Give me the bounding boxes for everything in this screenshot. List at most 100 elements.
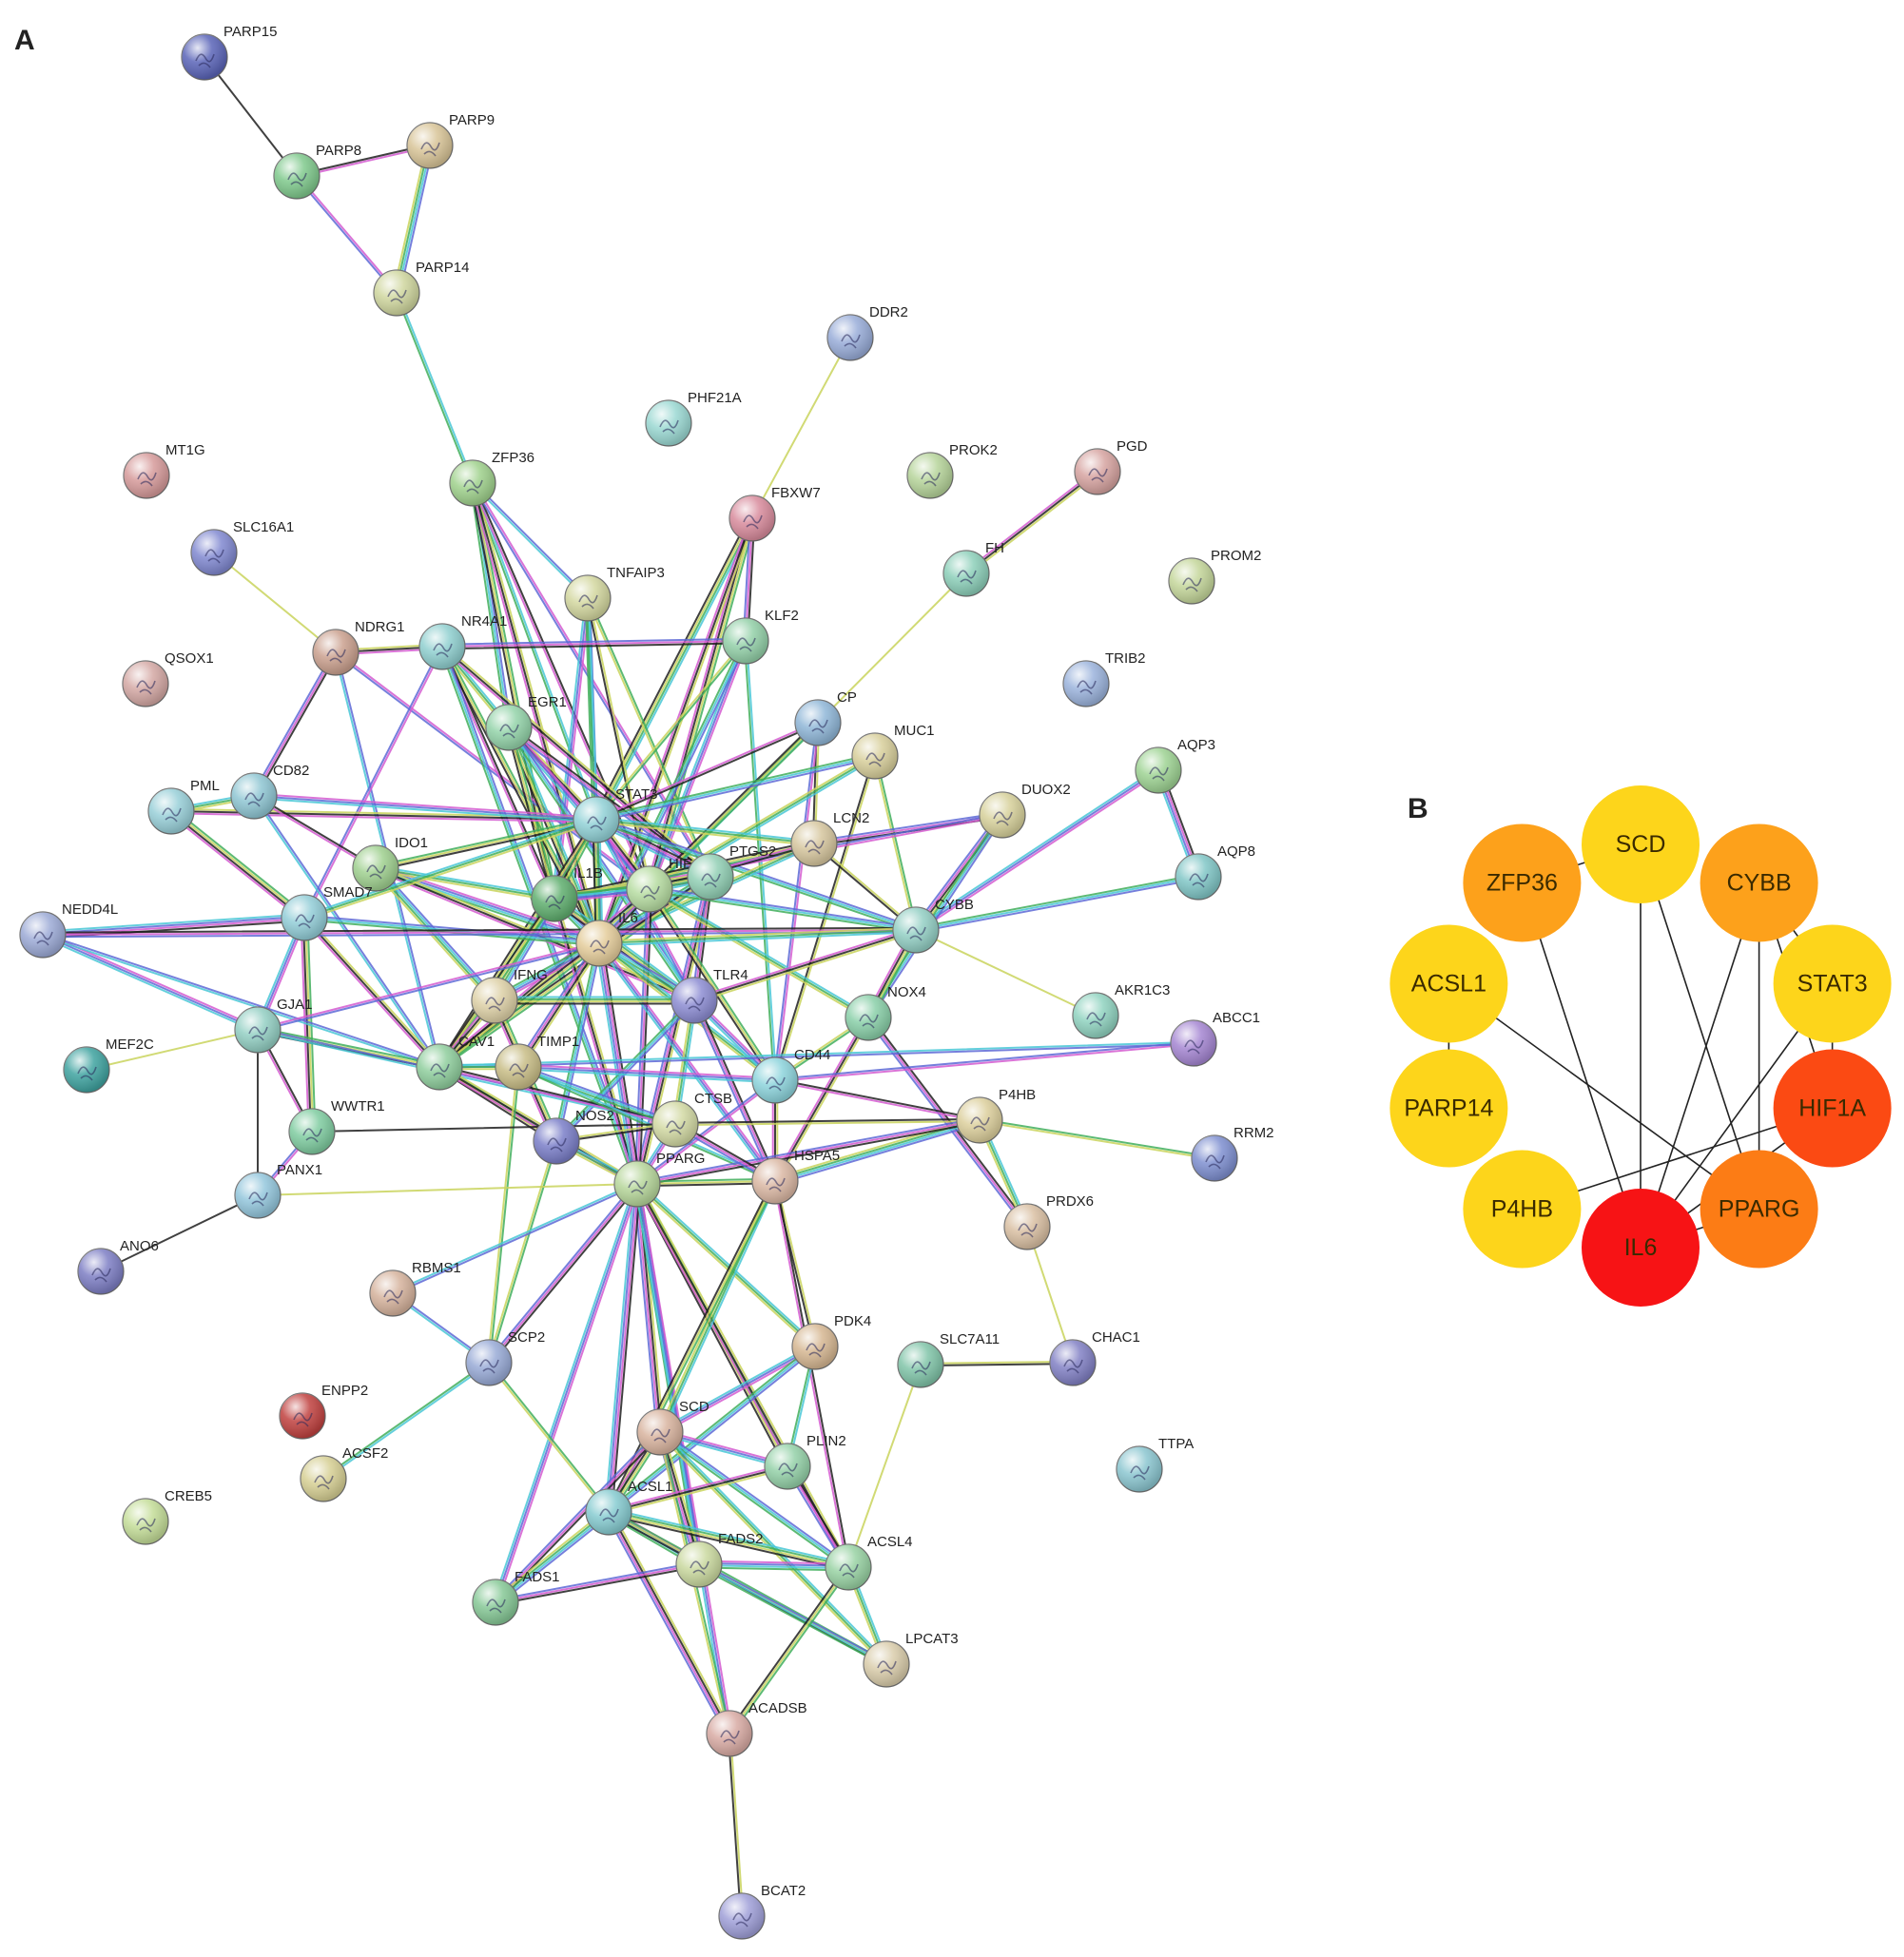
node-hif1a[interactable]: HIF bbox=[626, 856, 691, 913]
node-lcn2[interactable]: LCN2 bbox=[790, 810, 869, 867]
node-stat3[interactable]: STAT3 bbox=[573, 786, 657, 843]
node-label: AQP8 bbox=[1217, 843, 1255, 860]
node-acsl1[interactable]: ACSL1 bbox=[585, 1479, 673, 1536]
edge-strand bbox=[254, 652, 339, 799]
hub-node-acsl1[interactable]: ACSL1 bbox=[1389, 924, 1508, 1043]
edge-strand bbox=[517, 942, 601, 1069]
node-plin2[interactable]: PLIN2 bbox=[764, 1433, 846, 1490]
node-smad7[interactable]: SMAD7 bbox=[281, 884, 373, 941]
node-muc1[interactable]: MUC1 bbox=[851, 723, 935, 780]
node-fads1[interactable]: FADS1 bbox=[472, 1569, 560, 1626]
node-parp8[interactable]: PARP8 bbox=[273, 143, 361, 200]
node-rbms1[interactable]: RBMS1 bbox=[369, 1260, 461, 1317]
node-cav1[interactable]: CAV1 bbox=[416, 1034, 495, 1091]
node-mef2c[interactable]: MEF2C bbox=[63, 1037, 154, 1094]
node-enpp2[interactable]: ENPP2 bbox=[279, 1383, 368, 1440]
node-ndrg1[interactable]: NDRG1 bbox=[312, 619, 405, 676]
node-prok2[interactable]: PROK2 bbox=[906, 442, 998, 499]
hub-node-zfp36[interactable]: ZFP36 bbox=[1463, 823, 1582, 942]
node-prom2[interactable]: PROM2 bbox=[1168, 548, 1261, 605]
hub-node-scd[interactable]: SCD bbox=[1582, 785, 1700, 903]
node-cybb[interactable]: CYBB bbox=[892, 897, 974, 954]
protein-structure-icon bbox=[91, 1268, 111, 1283]
hub-node-stat3[interactable]: STAT3 bbox=[1773, 924, 1892, 1043]
node-timp1[interactable]: TIMP1 bbox=[495, 1034, 579, 1091]
node-parp14[interactable]: PARP14 bbox=[373, 260, 469, 317]
node-scp2[interactable]: SCP2 bbox=[465, 1329, 545, 1386]
node-acsf2[interactable]: ACSF2 bbox=[300, 1445, 388, 1502]
edge-strand bbox=[729, 1732, 745, 1917]
node-fads2[interactable]: FADS2 bbox=[675, 1531, 764, 1588]
node-nedd4l[interactable]: NEDD4L bbox=[19, 901, 118, 959]
edge-strand bbox=[256, 940, 600, 1030]
node-acsl4[interactable]: ACSL4 bbox=[825, 1534, 913, 1591]
edge-NOS2-SCP2 bbox=[486, 1139, 559, 1365]
node-egr1[interactable]: EGR1 bbox=[485, 694, 567, 751]
node-parp15[interactable]: PARP15 bbox=[181, 24, 277, 81]
node-akr1c3[interactable]: AKR1C3 bbox=[1072, 982, 1170, 1039]
edge-strand bbox=[509, 725, 697, 1000]
node-ddr2[interactable]: DDR2 bbox=[826, 304, 908, 361]
node-nos2[interactable]: NOS2 bbox=[533, 1108, 614, 1165]
node-mt1g[interactable]: MT1G bbox=[123, 442, 205, 499]
node-tnfaip3[interactable]: TNFAIP3 bbox=[564, 565, 665, 622]
node-pgd[interactable]: PGD bbox=[1074, 438, 1148, 495]
edge-strand bbox=[649, 888, 869, 1018]
edge-strand bbox=[42, 934, 259, 1031]
node-aqp8[interactable]: AQP8 bbox=[1175, 843, 1255, 901]
node-il1b[interactable]: IL1B bbox=[531, 865, 603, 922]
node-pdk4[interactable]: PDK4 bbox=[791, 1313, 871, 1370]
node-zfp36[interactable]: ZFP36 bbox=[449, 450, 534, 507]
node-lpcat3[interactable]: LPCAT3 bbox=[863, 1631, 959, 1688]
node-ano6[interactable]: ANO6 bbox=[77, 1238, 159, 1295]
node-scd[interactable]: SCD bbox=[636, 1399, 709, 1456]
node-duox2[interactable]: DUOX2 bbox=[979, 782, 1071, 839]
node-bcat2[interactable]: BCAT2 bbox=[718, 1883, 806, 1940]
node-fh[interactable]: FH bbox=[942, 540, 1004, 597]
node-cd44[interactable]: CD44 bbox=[751, 1047, 830, 1104]
node-gja1[interactable]: GJA1 bbox=[234, 997, 313, 1054]
node-slc16a1[interactable]: SLC16A1 bbox=[190, 519, 294, 576]
node-rrm2[interactable]: RRM2 bbox=[1191, 1125, 1274, 1182]
hub-node-il6[interactable]: IL6 bbox=[1582, 1189, 1700, 1307]
edge-SLC16A1-NDRG1 bbox=[213, 552, 337, 653]
node-acadsb[interactable]: ACADSB bbox=[706, 1700, 807, 1757]
node-ido1[interactable]: IDO1 bbox=[352, 835, 428, 892]
hub-node-hif1a[interactable]: HIF1A bbox=[1773, 1049, 1892, 1168]
node-chac1[interactable]: CHAC1 bbox=[1049, 1329, 1140, 1386]
node-ifng[interactable]: IFNG bbox=[471, 967, 548, 1024]
node-nr4a1[interactable]: NR4A1 bbox=[418, 613, 507, 670]
node-nox4[interactable]: NOX4 bbox=[845, 984, 926, 1041]
node-wwtr1[interactable]: WWTR1 bbox=[288, 1098, 385, 1155]
node-qsox1[interactable]: QSOX1 bbox=[122, 650, 214, 707]
node-cp[interactable]: CP bbox=[794, 689, 857, 746]
node-p4hb[interactable]: P4HB bbox=[956, 1087, 1036, 1144]
node-aqp3[interactable]: AQP3 bbox=[1135, 737, 1215, 794]
node-trib2[interactable]: TRIB2 bbox=[1062, 650, 1146, 707]
node-pml[interactable]: PML bbox=[147, 778, 220, 835]
node-ptgs2[interactable]: PTGS2 bbox=[687, 843, 776, 901]
node-fbxw7[interactable]: FBXW7 bbox=[729, 485, 821, 542]
network-edges bbox=[41, 56, 1216, 1918]
hub-node-p4hb[interactable]: P4HB bbox=[1463, 1150, 1582, 1269]
node-hspa5[interactable]: HSPA5 bbox=[751, 1148, 840, 1205]
node-phf21a[interactable]: PHF21A bbox=[645, 390, 742, 447]
node-panx1[interactable]: PANX1 bbox=[234, 1162, 322, 1219]
node-label: PHF21A bbox=[688, 390, 742, 406]
edge-strand bbox=[914, 873, 1199, 929]
node-abcc1[interactable]: ABCC1 bbox=[1170, 1010, 1260, 1067]
node-pparg[interactable]: PPARG bbox=[613, 1151, 705, 1208]
node-prdx6[interactable]: PRDX6 bbox=[1003, 1193, 1094, 1250]
node-tlr4[interactable]: TLR4 bbox=[670, 967, 748, 1024]
node-cd82[interactable]: CD82 bbox=[230, 763, 309, 820]
node-creb5[interactable]: CREB5 bbox=[122, 1488, 212, 1545]
node-klf2[interactable]: KLF2 bbox=[722, 608, 799, 665]
hub-node-pparg[interactable]: PPARG bbox=[1700, 1150, 1818, 1269]
node-ctsb[interactable]: CTSB bbox=[651, 1091, 732, 1148]
hub-node-cybb[interactable]: CYBB bbox=[1700, 823, 1818, 942]
node-il6[interactable]: IL6 bbox=[575, 910, 638, 967]
node-slc7a11[interactable]: SLC7A11 bbox=[897, 1331, 1000, 1388]
node-parp9[interactable]: PARP9 bbox=[406, 112, 495, 169]
node-ttpa[interactable]: TTPA bbox=[1116, 1436, 1194, 1493]
hub-node-parp14[interactable]: PARP14 bbox=[1389, 1049, 1508, 1168]
